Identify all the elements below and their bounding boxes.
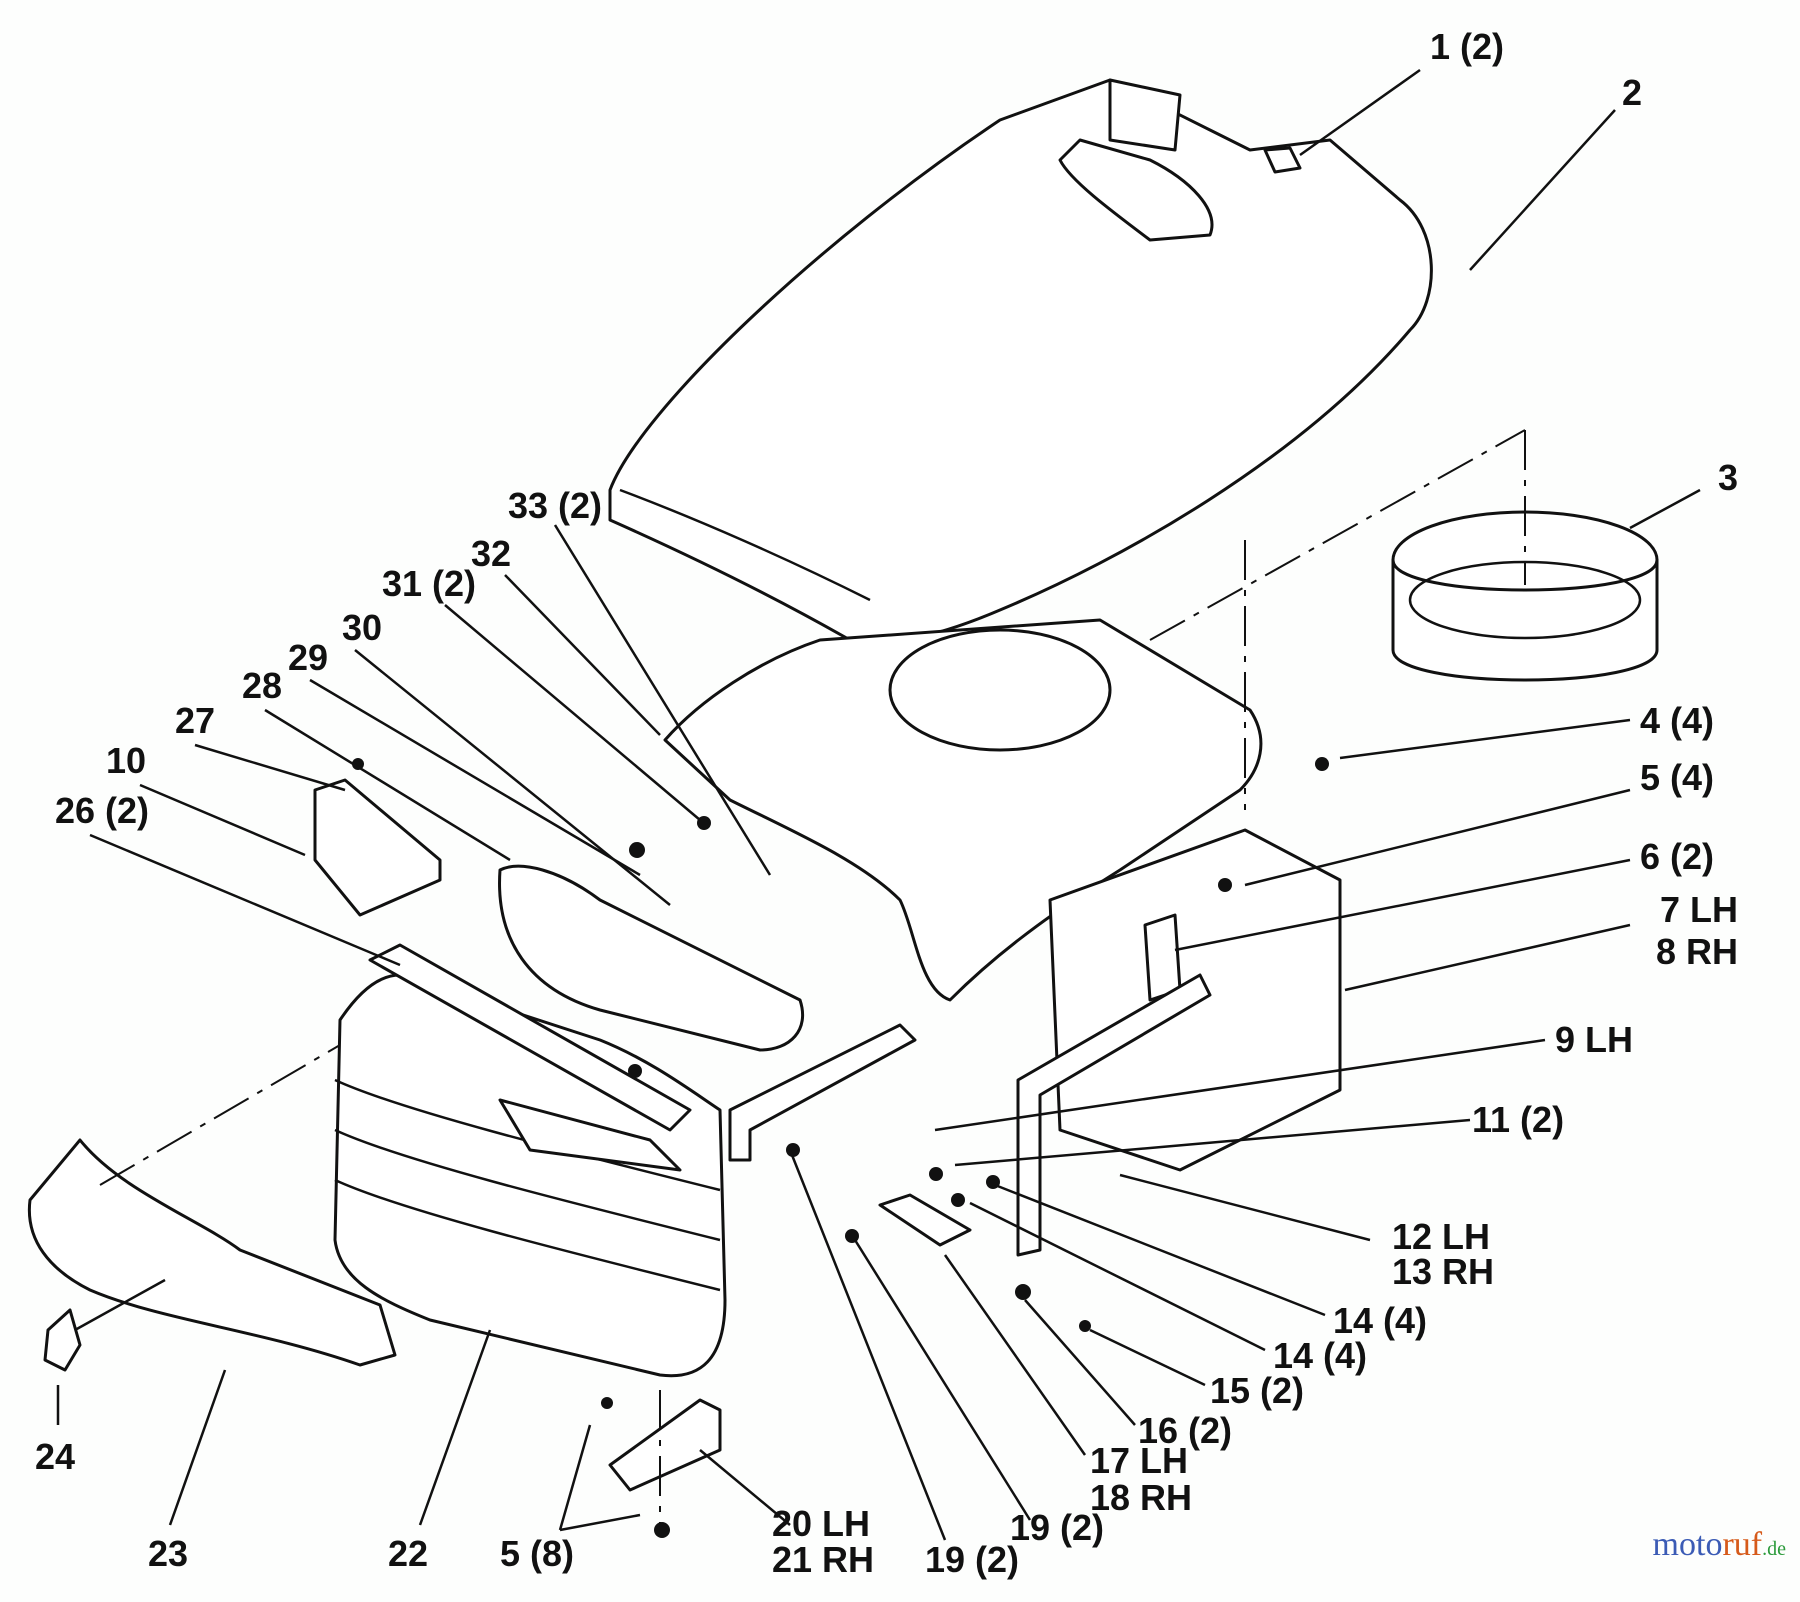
callout-29: 29 bbox=[288, 637, 328, 678]
callout-27: 27 bbox=[175, 700, 215, 741]
callout-14a: 14 (4) bbox=[1333, 1300, 1427, 1341]
callout-4: 4 (4) bbox=[1640, 700, 1714, 741]
callout-18: 18 RH bbox=[1090, 1477, 1192, 1518]
callout-22: 22 bbox=[388, 1533, 428, 1574]
callout-21: 21 RH bbox=[772, 1539, 874, 1580]
callout-23: 23 bbox=[148, 1533, 188, 1574]
plate-24 bbox=[43, 1308, 82, 1372]
center-line-4 bbox=[99, 1044, 341, 1186]
callout-labels: 1 (2) 2 3 4 (4) 5 (4) 6 (2) 7 LH 8 RH 9 … bbox=[35, 26, 1738, 1580]
callout-13: 13 RH bbox=[1392, 1251, 1494, 1292]
headlight-housing bbox=[498, 864, 805, 1052]
callout-26: 26 (2) bbox=[55, 790, 149, 831]
callout-5-8: 5 (8) bbox=[500, 1533, 574, 1574]
callout-19a: 19 (2) bbox=[1010, 1507, 1104, 1548]
fasteners bbox=[352, 757, 1329, 1538]
grille-bar-3 bbox=[334, 1178, 721, 1292]
callout-6: 6 (2) bbox=[1640, 836, 1714, 877]
steering-opening bbox=[888, 628, 1112, 752]
grille-top-rail bbox=[368, 943, 692, 1132]
watermark-part-a: moto bbox=[1652, 1526, 1723, 1563]
ring-part-body bbox=[1391, 558, 1659, 682]
hood-handle bbox=[1058, 138, 1214, 242]
callout-8: 8 RH bbox=[1656, 931, 1738, 972]
callout-30: 30 bbox=[342, 607, 382, 648]
watermark-part-b: ruf bbox=[1722, 1526, 1763, 1563]
hood-part bbox=[608, 78, 1433, 646]
callout-17: 17 LH bbox=[1090, 1440, 1188, 1481]
leader-lines bbox=[56, 68, 1701, 1541]
callout-9: 9 LH bbox=[1555, 1019, 1633, 1060]
callout-24: 24 bbox=[35, 1436, 75, 1477]
bracket-10 bbox=[313, 778, 442, 917]
hood-bumper-1 bbox=[1263, 146, 1302, 174]
callout-3: 3 bbox=[1718, 457, 1738, 498]
callout-12: 12 LH bbox=[1392, 1216, 1490, 1257]
callout-16: 16 (2) bbox=[1138, 1410, 1232, 1451]
watermark-part-c: .de bbox=[1762, 1538, 1786, 1560]
callout-15: 15 (2) bbox=[1210, 1370, 1304, 1411]
grille-bar-2 bbox=[334, 1128, 721, 1242]
callout-7: 7 LH bbox=[1660, 889, 1738, 930]
callout-10: 10 bbox=[106, 740, 146, 781]
callout-1: 1 (2) bbox=[1430, 26, 1504, 67]
side-rail bbox=[1016, 973, 1212, 1257]
callout-14b: 14 (4) bbox=[1273, 1335, 1367, 1376]
callout-19b: 19 (2) bbox=[925, 1539, 1019, 1580]
hood-vent bbox=[1108, 78, 1182, 152]
bracket-20-21 bbox=[608, 1398, 722, 1492]
callout-31: 31 (2) bbox=[382, 563, 476, 604]
hood-front-edge bbox=[619, 488, 871, 602]
side-panel-spacer bbox=[1143, 913, 1182, 1002]
dash-panel bbox=[663, 618, 1263, 1002]
watermark-logo: motoruf.de bbox=[1653, 1526, 1786, 1564]
callout-2: 2 bbox=[1622, 72, 1642, 113]
callout-5-4: 5 (4) bbox=[1640, 757, 1714, 798]
bracket-17-18 bbox=[878, 1193, 972, 1247]
callout-11: 11 (2) bbox=[1472, 1099, 1564, 1140]
bumper-part bbox=[27, 1138, 397, 1367]
callout-20: 20 LH bbox=[772, 1503, 870, 1544]
callout-32: 32 bbox=[471, 533, 511, 574]
grille-headlight bbox=[498, 1098, 682, 1172]
callout-33: 33 (2) bbox=[508, 485, 602, 526]
center-line-2 bbox=[1149, 429, 1526, 641]
grille-bar-1 bbox=[334, 1078, 721, 1192]
callout-28: 28 bbox=[242, 665, 282, 706]
bracket-9 bbox=[728, 1023, 917, 1162]
